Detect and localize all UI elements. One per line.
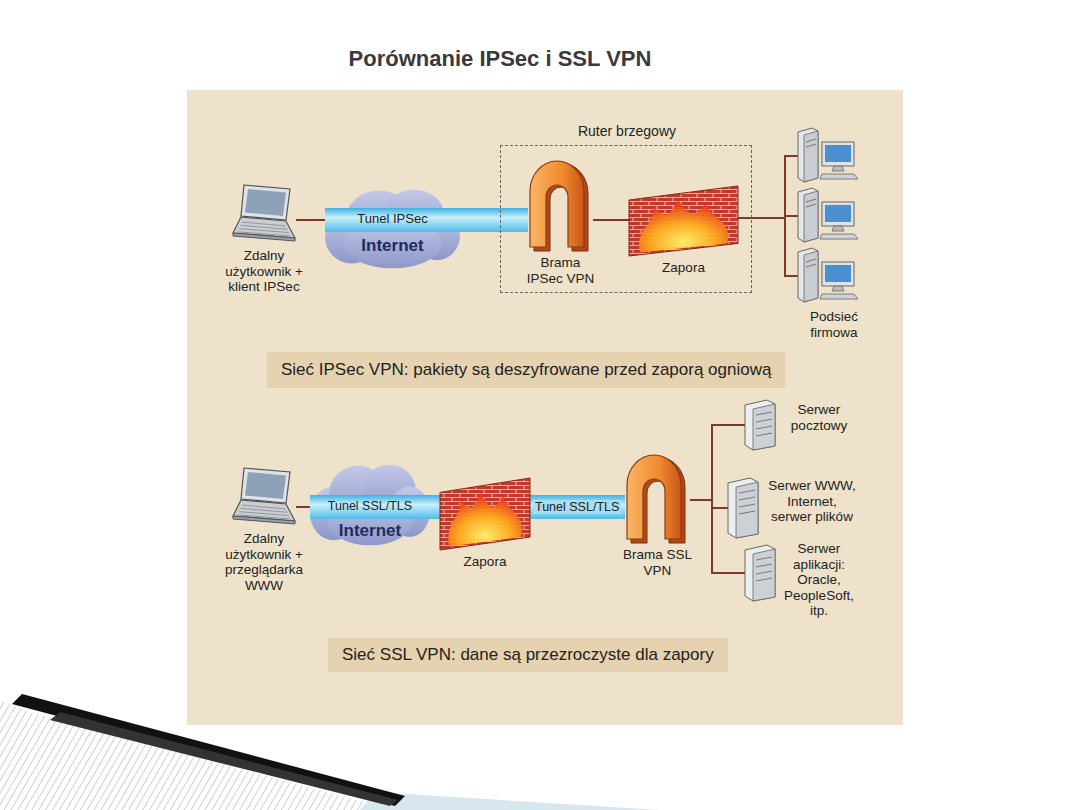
network-link — [690, 500, 728, 508]
internet-cloud-node: Tunel IPSecInternet — [325, 188, 460, 270]
firewall: Zapora — [440, 478, 530, 550]
caption-band: Sieć IPSec VPN: pakiety są deszyfrowane … — [267, 352, 785, 388]
server: Serwer aplikacji: Oracle, PeopleSoft, it… — [745, 545, 775, 601]
node-label: Serwer WWW, Internet, serwer plików — [766, 478, 858, 525]
node-label: Ruter brzegowy — [501, 123, 753, 139]
node-label: Podsieć firmowa — [794, 309, 874, 340]
internet-cloud — [325, 188, 460, 270]
server-icon — [745, 400, 775, 450]
node-label: Serwer aplikacji: Oracle, PeopleSoft, it… — [783, 541, 855, 619]
node-label: Tunel IPSec — [325, 212, 460, 227]
network-link — [738, 218, 780, 219]
node-label: Zapora — [629, 260, 738, 276]
node-label: Internet — [325, 236, 460, 256]
edge-router-box: Ruter brzegowyBrama IPSec VPNZapora — [500, 145, 752, 293]
server: Serwer pocztowy — [745, 400, 775, 450]
node-label: Internet — [310, 521, 430, 541]
firewall-icon — [629, 186, 738, 256]
node-label: Zdalny użytkownik + przeglądarka WWW — [216, 531, 312, 593]
workstation-group — [780, 125, 870, 305]
node-label: Zapora — [440, 554, 530, 570]
caption-text: Sieć IPSec VPN: pakiety są deszyfrowane … — [281, 360, 771, 380]
node-label: Zdalny użytkownik + klient IPSec — [216, 248, 312, 295]
node-label: Brama IPSec VPN — [525, 255, 596, 286]
network-link — [296, 507, 310, 508]
remote-laptop: Zdalny użytkownik + klient IPSec — [232, 182, 296, 245]
network-link — [593, 220, 629, 221]
laptop-icon — [232, 465, 296, 528]
vpn-gateway: Brama SSL VPN — [625, 453, 690, 545]
server-icon — [728, 478, 758, 538]
laptop-icon — [232, 182, 296, 245]
node-label: Brama SSL VPN — [622, 547, 693, 578]
vpn-tunnel — [460, 220, 528, 221]
node-label: Tunel SSL/TLS — [310, 499, 430, 513]
vpn-gateway: Brama IPSec VPN — [528, 159, 593, 253]
firewall-icon — [440, 478, 530, 550]
vpn-gateway-icon — [625, 453, 690, 545]
node-label: Serwer pocztowy — [783, 402, 855, 433]
vpn-gateway-icon — [528, 159, 593, 253]
internet-cloud-node: Tunel SSL/TLS Internet — [310, 463, 430, 547]
remote-laptop: Zdalny użytkownik + przeglądarka WWW — [232, 465, 296, 528]
firewall: Zapora — [629, 186, 738, 256]
diagram-title: Porównanie IPSec i SSL VPN — [240, 46, 760, 71]
vpn-tunnel — [430, 507, 440, 508]
tunnel-label: Tunel SSL/TLS — [533, 500, 621, 514]
company-subnet: Podsieć firmowa — [780, 125, 870, 305]
server: Serwer WWW, Internet, serwer plików — [728, 478, 758, 538]
network-link — [296, 220, 325, 221]
caption-text: Sieć SSL VPN: dane są przezroczyste dla … — [342, 645, 714, 665]
caption-band: Sieć SSL VPN: dane są przezroczyste dla … — [328, 638, 728, 672]
server-icon — [745, 545, 775, 601]
